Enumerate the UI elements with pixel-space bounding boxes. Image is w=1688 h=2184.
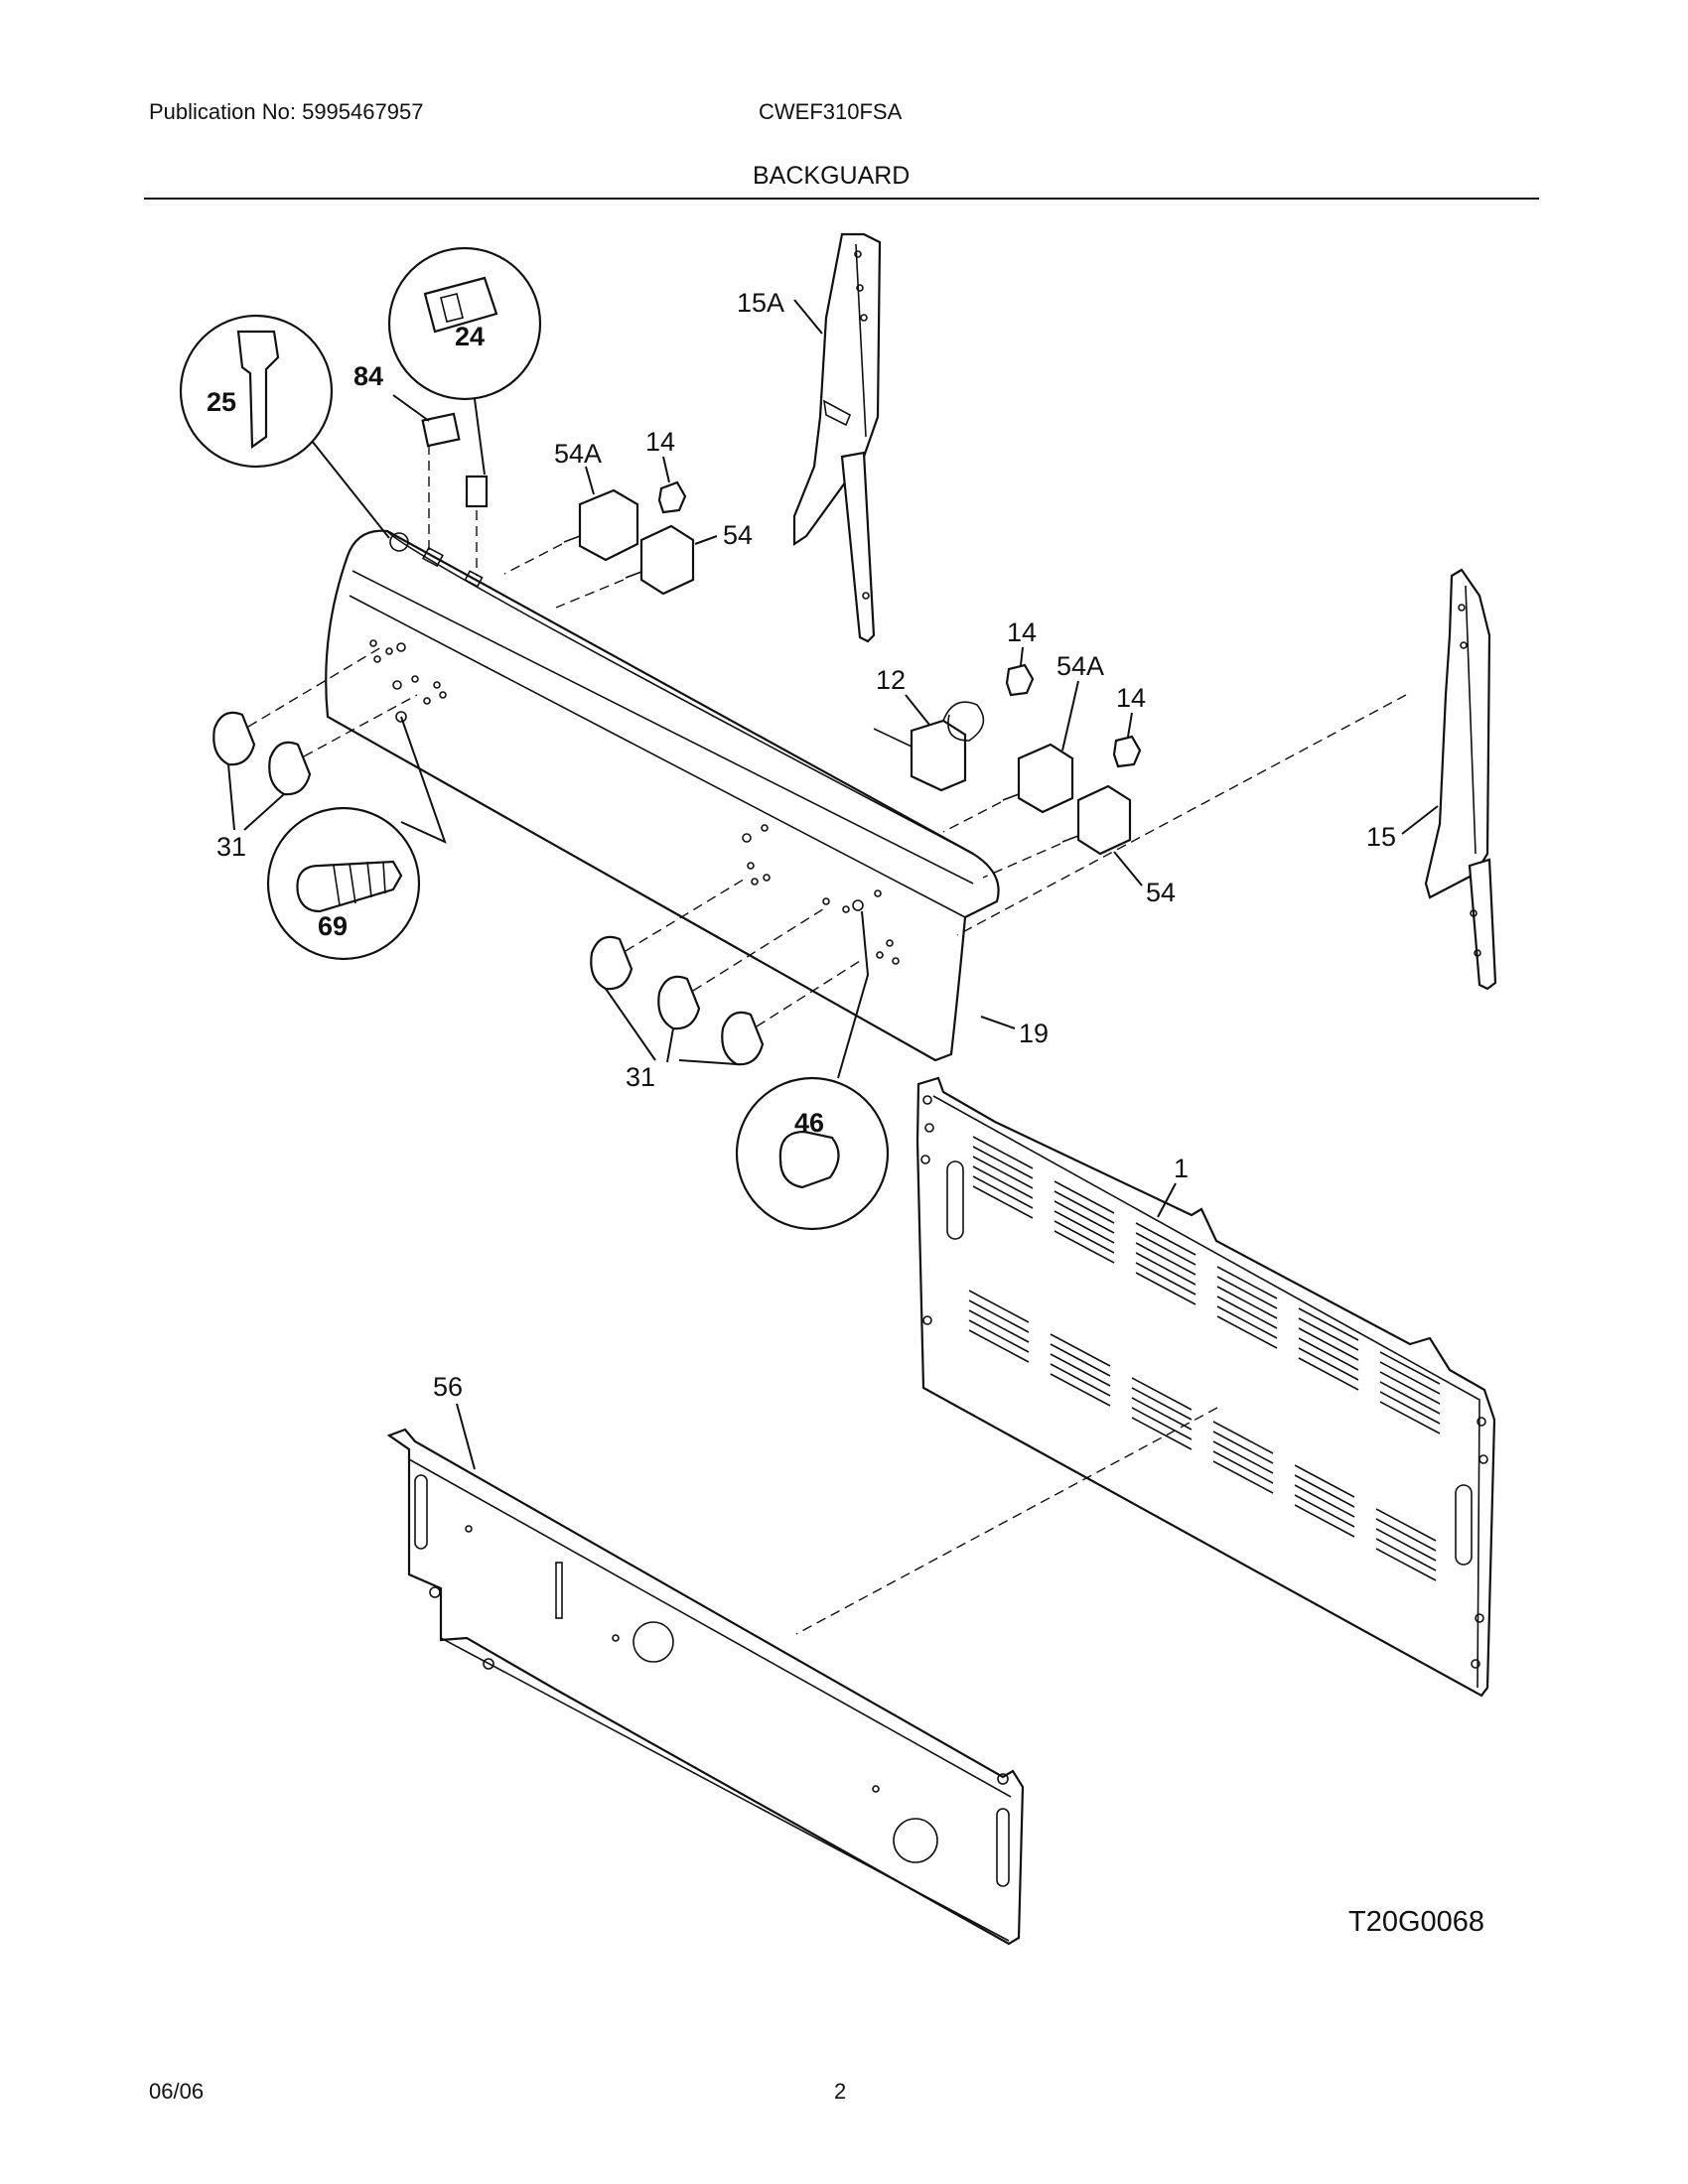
label-31-left: 31 (216, 832, 246, 862)
model-number: CWEF310FSA (759, 99, 903, 124)
diagram-code: T20G0068 (1348, 1906, 1484, 1938)
label-24: 24 (455, 322, 485, 351)
rear-back-panel (915, 1076, 1496, 1698)
label-54-top: 54 (723, 520, 753, 550)
label-54a-mid: 54A (1056, 651, 1104, 681)
panel-screw-holes (369, 639, 900, 965)
page-number: 2 (834, 2079, 847, 2104)
side-trim-right (1424, 568, 1497, 991)
label-84: 84 (353, 361, 383, 391)
label-56: 56 (433, 1372, 463, 1402)
side-trim-left (792, 232, 882, 643)
label-69: 69 (318, 911, 348, 941)
vent-slots (968, 1136, 1441, 1581)
header-rule (144, 198, 1539, 200)
section-title: BACKGUARD (753, 162, 911, 190)
part-labels: 15A 24 25 84 54A 14 54 14 12 54A 14 54 1… (207, 288, 1439, 1470)
label-1: 1 (1174, 1154, 1189, 1183)
knobs (212, 711, 765, 1066)
callout-69 (266, 716, 447, 961)
callout-25 (179, 314, 390, 539)
footer-date: 06/06 (149, 2079, 205, 2104)
label-19: 19 (1019, 1019, 1049, 1048)
callout-24 (387, 246, 542, 476)
backguard-panel (325, 529, 1000, 1062)
label-14-mid: 14 (1007, 617, 1037, 647)
label-54a-top: 54A (554, 439, 602, 469)
label-15: 15 (1366, 822, 1396, 852)
label-46: 46 (794, 1108, 824, 1138)
lower-rear-panel (386, 1428, 1025, 1946)
small-parts (421, 412, 1142, 856)
assembly-lines (247, 445, 1407, 1635)
callout-46 (735, 910, 890, 1231)
label-12: 12 (876, 665, 906, 695)
label-14-right: 14 (1116, 683, 1146, 713)
label-31-mid: 31 (626, 1062, 655, 1092)
label-15a: 15A (737, 288, 784, 318)
label-54-mid: 54 (1146, 878, 1176, 907)
label-25: 25 (207, 387, 236, 417)
label-14-top: 14 (645, 427, 675, 457)
publication-number: Publication No: 5995467957 (149, 99, 424, 124)
